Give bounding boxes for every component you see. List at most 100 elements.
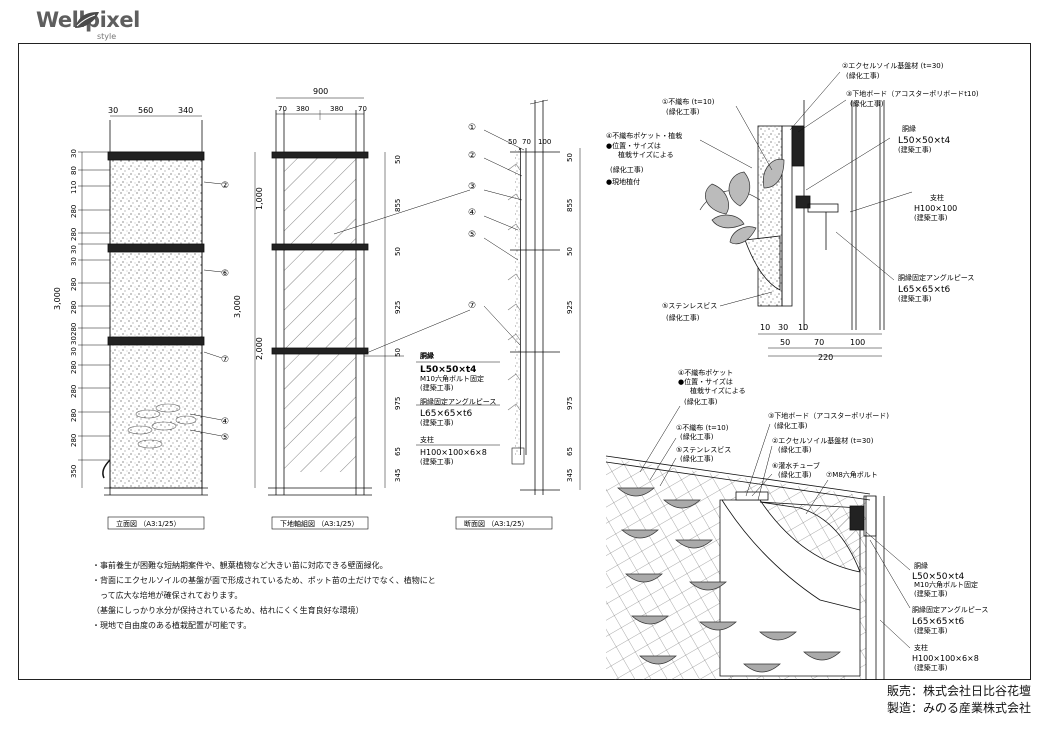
elev-left-dim: 280 [70,409,78,422]
seller-credit: 販売：株式会社日比谷花壇 [886,684,1031,698]
frame-total-dim: 900 [313,87,328,96]
frame-right-dim: 50 [394,348,402,357]
section-top-dim: 70 [522,138,531,146]
detail-work: (緑化工事) [666,107,700,116]
note-line: って広大な培地が確保されております。 [92,591,243,600]
work-label: (建築工事) [420,418,454,427]
note-line: ・事前養生が困難な短納期案件や、観葉植物など大きい苗に対応できる壁面緑化。 [92,561,388,570]
iso-angle-spec: L65×65×t6 [912,617,965,627]
elev-left-dim: 280 [70,228,78,241]
detail-dim: 100 [850,338,865,347]
elev-left-dim: 280 [70,323,78,336]
angle-spec: L65×65×t6 [420,409,473,419]
detail-work: (緑化工事) [666,313,700,322]
frame-top-dim: 70 [358,105,367,113]
detail-dim: 70 [814,338,824,347]
bolt-label: M10六角ボルト固定 [420,374,484,383]
iso-work: (緑化工事) [778,445,812,454]
leaf-logo-icon [75,12,99,28]
iso-view [605,405,911,680]
post-spec: H100×100×6×8 [420,448,487,457]
callout-marker: ⑥ [221,269,229,279]
iso-work: (緑化工事) [778,470,812,479]
iso-label: ⑤ステンレスビス [676,445,731,454]
section-right-dim: 975 [566,397,574,410]
frame-top-dim: 380 [296,105,309,113]
iso-note: ●位置・サイズは [678,377,733,386]
section-texts: 50 70 100 50 855 50 925 975 65 345 ① ② ③… [455,123,574,530]
iso-work: (建築工事) [914,589,948,598]
callout-marker: ⑤ [221,433,229,443]
iso-label: ③下地ボード（アコスターポリボード) [768,411,889,420]
detail-work: (緑化工事) [850,99,884,108]
callout-marker: ④ [221,417,229,427]
elev-left-dim: 280 [70,301,78,314]
beam-title: 胴縁 [419,351,434,360]
post-title: 支柱 [420,435,434,444]
elevation-view [78,115,223,496]
frame-right-dim: 50 [394,155,402,164]
callout-marker: ① [468,123,476,133]
detail-label: ④不織布ポケット・植栽 [606,131,682,140]
iso-label: ⑦M8六角ボルト [826,470,878,479]
detail-beam: 胴縁 [902,124,916,133]
detail-work: (緑化工事) [610,165,644,174]
drawing-sheet-border [18,43,1031,680]
footer-credits: 販売：株式会社日比谷花壇 製造：みのる産業株式会社 [887,683,1031,717]
detail-note: ●現地植付 [606,177,640,186]
elev-left-dim: 280 [70,434,78,447]
elev-left-dim: 30 [70,149,78,158]
callout-marker: ② [468,151,476,161]
callout-marker: ⑦ [221,355,229,365]
detail-beam-spec: L50×50×t4 [898,136,951,146]
iso-label: ⑥灌水チューブ [772,461,820,470]
detail-dim-total: 220 [818,353,833,362]
iso-work: (緑化工事) [680,454,714,463]
detail-dim: 30 [778,323,788,332]
angle-title: 胴縁固定アングルピース [420,397,496,406]
frame-right-dim: 975 [394,397,402,410]
section-right-dim: 65 [566,447,574,456]
detail-view [699,71,913,357]
detail-texts: ②エクセルソイル基盤材 (t=30) (緑化工事) ③下地ボード（アコスターポリ… [606,61,979,362]
section-right-dim: 50 [566,247,574,256]
maker-credit: 製造：みのる産業株式会社 [886,701,1031,715]
callout-marker: ⑤ [468,230,476,240]
iso-angle: 胴縁固定アングルピース [912,605,988,614]
frame-caption: 下地軸組図 （A3:1/25） [280,519,359,528]
note-line: （基盤にしっかり水分が保持されているため、枯れにくく生育良好な環境） [92,606,364,615]
detail-note: 植栽サイズによる [618,150,674,159]
iso-beam-spec: L50×50×t4 [912,572,965,582]
frame-overall-dim: 3,000 [233,295,242,318]
iso-label: ④不織布ポケット [678,368,733,377]
detail-dim: 10 [760,323,770,332]
detail-post-spec: H100×100 [914,204,957,213]
iso-work: (緑化工事) [680,432,714,441]
elev-left-dim: 30 [70,257,78,266]
elev-left-dim: 80 [70,166,78,175]
detail-post: 支柱 [930,193,944,202]
section-right-dim: 855 [566,199,574,212]
frame-right-dim: 65 [394,447,402,456]
note-line: ・背面にエクセルソイルの基盤が面で形成されているため、ポット苗の土だけでなく、植… [92,576,436,585]
detail-angle-spec: L65×65×t6 [898,285,951,295]
frame-right-dim: 855 [394,199,402,212]
frame-right-dim: 345 [394,469,402,482]
elev-top-dim: 30 [108,106,118,115]
frame-top-dim: 70 [278,105,287,113]
callout-marker: ② [221,181,229,191]
elev-left-dim: 280 [70,278,78,291]
frame-left-dim: 1,000 [255,187,264,210]
elevation-texts: 30 560 340 3,000 30 80 110 280 280 30 30… [53,106,229,530]
detail-note: ●位置・サイズは [606,141,661,150]
section-right-dim: 925 [566,301,574,314]
iso-post: 支柱 [914,643,928,652]
detail-label: ①不織布 (t=10) [662,97,715,106]
elev-left-dim: 110 [70,181,78,194]
section-right-dim: 50 [566,153,574,162]
note-line: ・現地で自由度のある植栽配置が可能です。 [92,621,252,630]
elev-left-dim: 350 [70,465,78,478]
beam-spec: L50×50×t4 [420,365,476,375]
elev-left-dim: 280 [70,361,78,374]
